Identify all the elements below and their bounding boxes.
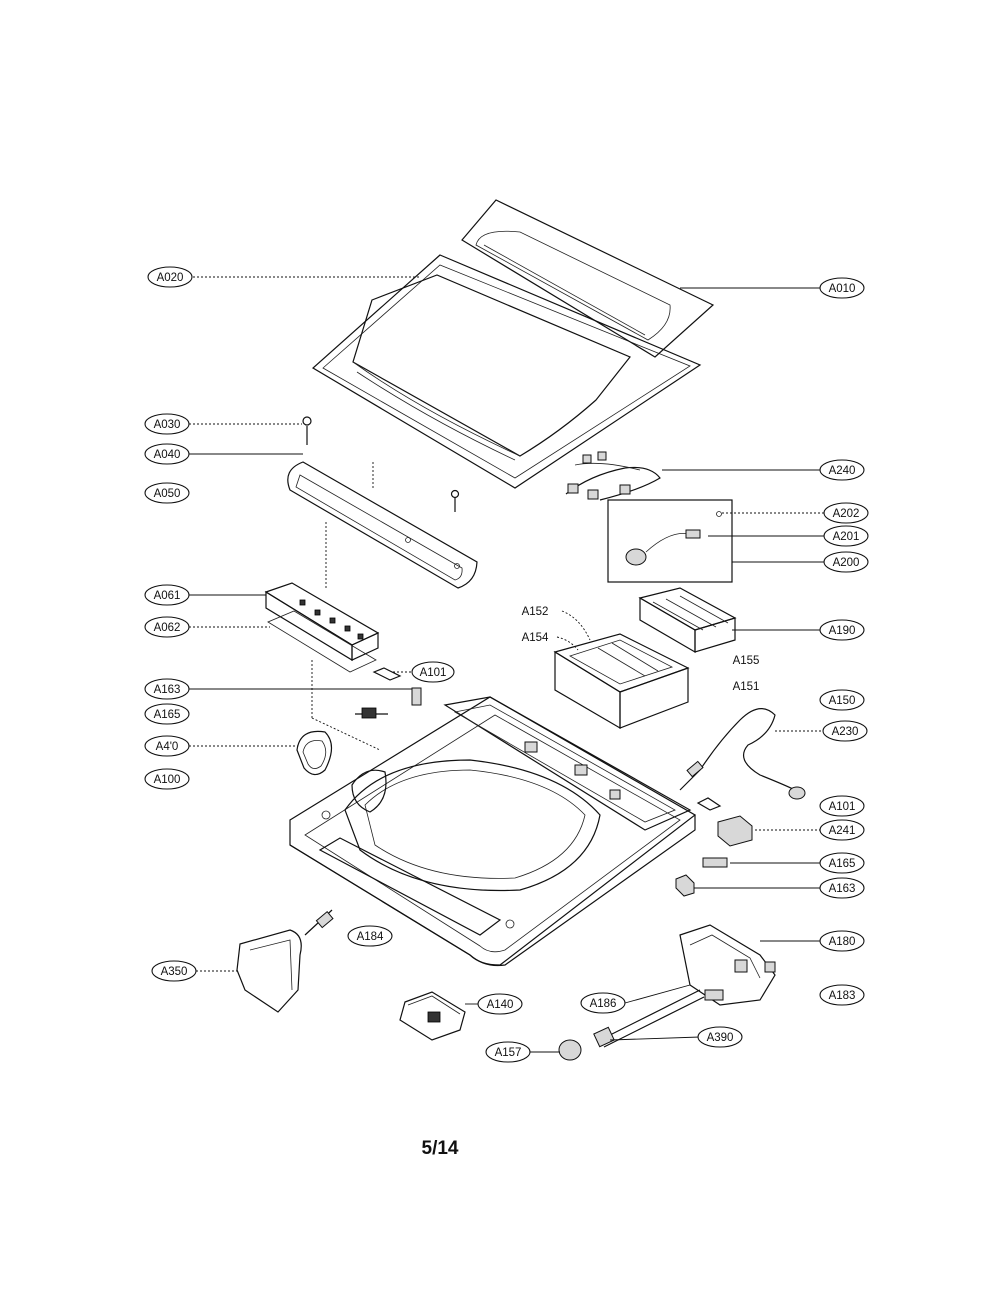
callout-labels: A020 A010 A030 A040 A050 A240 A202 A201 … (154, 272, 860, 1059)
pcb-assembly (264, 582, 381, 751)
callout-a163-left: A163 (154, 684, 181, 696)
callout-a241: A241 (829, 825, 856, 837)
callout-a184: A184 (357, 931, 384, 943)
callout-a180: A180 (829, 936, 856, 948)
callout-a150: A150 (829, 695, 856, 707)
callout-a154: A154 (522, 632, 549, 644)
callout-a183: A183 (829, 990, 856, 1002)
callout-a062: A062 (154, 622, 181, 634)
callout-a100: A100 (154, 774, 181, 786)
control-panel-cover (287, 461, 478, 590)
callout-a030: A030 (154, 419, 181, 431)
callout-a010: A010 (829, 283, 856, 295)
pressure-switch-box (607, 499, 733, 583)
callout-a050: A050 (154, 488, 181, 500)
knob-part (530, 1039, 582, 1061)
right-small-parts (675, 797, 753, 897)
callout-a157: A157 (495, 1047, 522, 1059)
lower-left-parts (236, 909, 334, 1013)
pcb-small-parts (355, 667, 422, 719)
callout-ovals (144, 266, 869, 1063)
lid-assembly (311, 254, 702, 489)
callout-a240: A240 (829, 465, 856, 477)
leader-lines (189, 276, 825, 1041)
callout-a061: A061 (154, 590, 181, 602)
callout-a202: A202 (833, 508, 860, 520)
top-cover (289, 696, 697, 967)
drive-assembly (593, 924, 776, 1048)
callout-a151: A151 (733, 681, 760, 693)
gasket-part (296, 730, 333, 776)
callout-a155: A155 (733, 655, 760, 667)
callout-a101-right: A101 (829, 801, 856, 813)
callout-a165-left: A165 (154, 709, 181, 721)
callout-a190: A190 (829, 625, 856, 637)
callout-a200: A200 (833, 557, 860, 569)
callout-a186: A186 (590, 998, 617, 1010)
wire-harness (565, 451, 661, 501)
callout-a230: A230 (832, 726, 859, 738)
callout-a201: A201 (833, 531, 860, 543)
dispenser-housing (638, 587, 737, 654)
callout-a040: A040 (154, 449, 181, 461)
motor-part (399, 991, 466, 1041)
callout-a020: A020 (157, 272, 184, 284)
screw-parts (302, 416, 460, 512)
detergent-dispenser (553, 633, 690, 730)
callout-a140: A140 (487, 999, 514, 1011)
callout-a163-right: A163 (829, 883, 856, 895)
page-number: 5/14 (421, 1138, 459, 1159)
power-cord (679, 708, 806, 800)
back-panel (461, 199, 715, 358)
callout-a101-left: A101 (420, 667, 447, 679)
callout-a410: A4'0 (156, 741, 179, 753)
callout-a152: A152 (522, 606, 549, 618)
callout-a350: A350 (161, 966, 188, 978)
callout-a390: A390 (707, 1032, 734, 1044)
callout-a165-right: A165 (829, 858, 856, 870)
